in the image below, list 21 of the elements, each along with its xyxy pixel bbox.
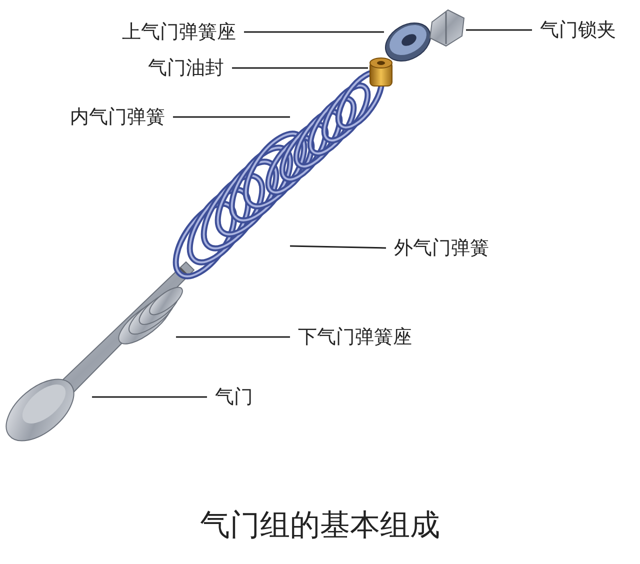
leader-line — [176, 336, 290, 338]
valve-keeper-drawing — [429, 9, 465, 47]
part-label: 内气门弹簧 — [70, 107, 165, 127]
part-label: 气门油封 — [148, 58, 224, 78]
leader-line — [290, 245, 386, 249]
part-label: 上气门弹簧座 — [122, 22, 236, 42]
leader-line — [466, 29, 532, 31]
outer-spring-drawing — [172, 130, 308, 280]
part-label: 外气门弹簧 — [394, 238, 489, 258]
upper-spring-seat-drawing — [385, 22, 431, 62]
leader-line — [232, 67, 368, 69]
leader-line — [173, 116, 290, 118]
part-label: 气门 — [215, 387, 253, 407]
caption: 气门组的基本组成 — [199, 507, 441, 545]
inner-spring-drawing — [265, 70, 385, 196]
part-label: 气门锁夹 — [540, 20, 616, 40]
part-label: 下气门弹簧座 — [298, 327, 412, 347]
lower-spring-seat-drawing — [118, 286, 183, 344]
leader-line — [92, 396, 207, 398]
leader-line — [244, 31, 384, 33]
valve-oil-seal-drawing — [370, 58, 392, 86]
